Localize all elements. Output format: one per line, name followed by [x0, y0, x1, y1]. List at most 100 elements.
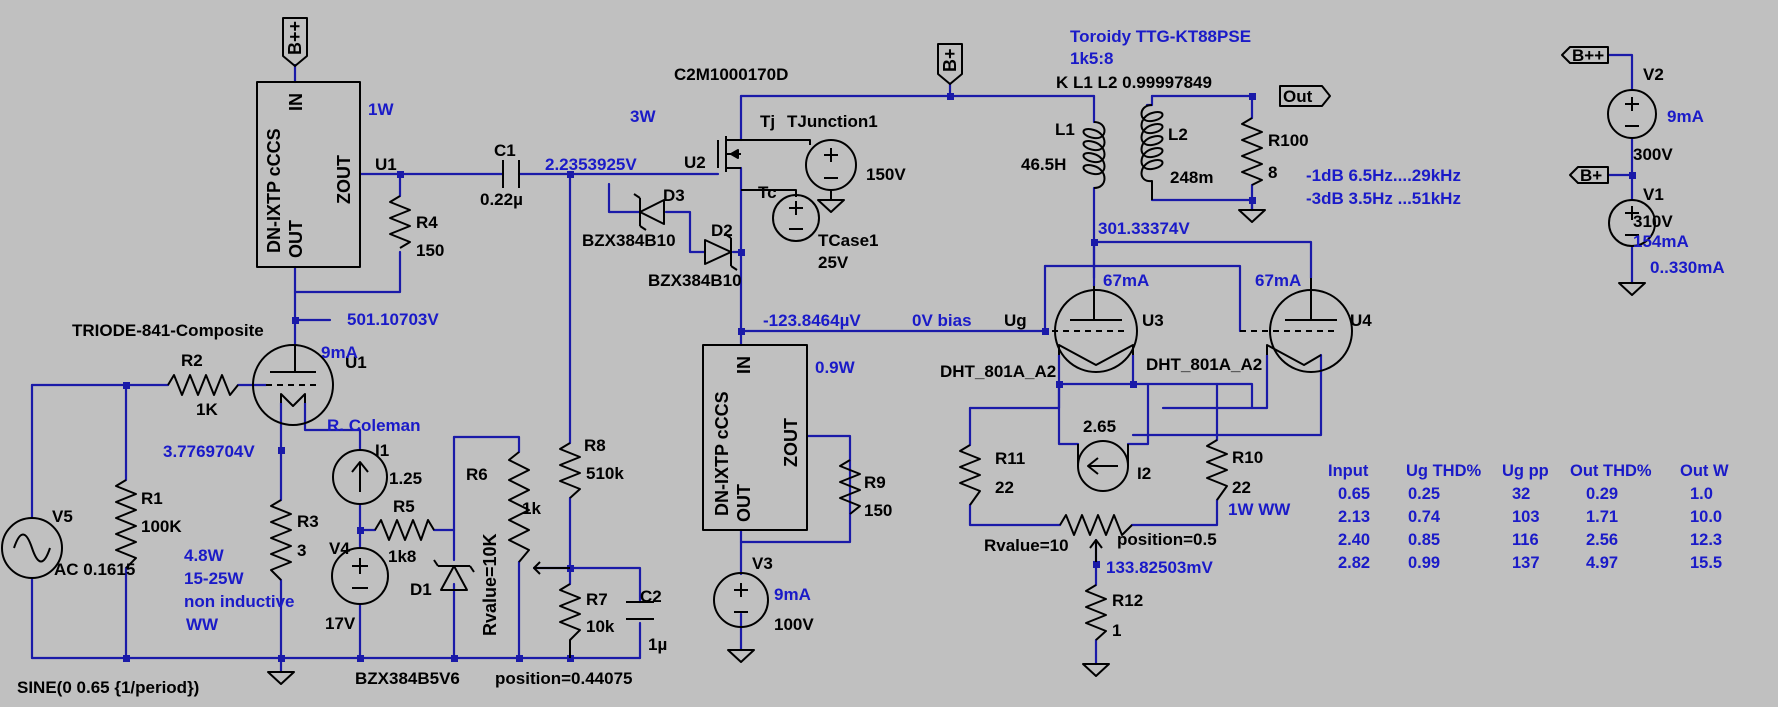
r1-value: 100K: [141, 517, 182, 536]
resistor-r9: [839, 459, 861, 515]
l1-value: 46.5H: [1021, 155, 1066, 174]
svg-text:B+: B+: [940, 48, 960, 72]
temp-source-tc: [741, 189, 820, 242]
i2-value: 2.65: [1083, 417, 1116, 436]
r3-note-4: WW: [186, 615, 219, 634]
resistor-r7: [559, 583, 581, 658]
out-flag: Out: [1279, 85, 1331, 107]
r6-rvalue: Rvalue=10K: [480, 533, 500, 636]
resistor-r1: [115, 479, 137, 569]
table-cell: 1.0: [1690, 485, 1713, 503]
table-cell: 2.40: [1338, 531, 1370, 549]
r100-ref: R100: [1268, 131, 1309, 150]
zener-d1: [433, 559, 475, 591]
v5-value: AC 0.1615: [54, 560, 135, 579]
potentiometer-r6: [508, 451, 570, 575]
table-cell: 10.0: [1690, 508, 1722, 526]
c1-value: 0.22µ: [480, 190, 523, 209]
r5-value: 1k8: [388, 547, 416, 566]
resistor-r10: [1206, 439, 1228, 501]
bandwidth-3db: -3dB 3.5Hz ...51kHz: [1306, 189, 1461, 208]
wires: [30, 53, 1634, 674]
mosfet-u2: [717, 136, 741, 172]
table-cell: 137: [1512, 554, 1540, 572]
tj-value: 150V: [866, 165, 906, 184]
r2-ref: R2: [181, 351, 203, 370]
v2-current: 9mA: [1667, 107, 1704, 126]
table-header-cell: Ug THD%: [1406, 462, 1481, 480]
pot-position: position=0.5: [1117, 530, 1217, 549]
r100-value: 8: [1268, 163, 1277, 182]
node-cathode-u1: 3.7769704V: [163, 442, 255, 461]
r7-value: 10k: [586, 617, 615, 636]
svg-text:IN: IN: [734, 356, 754, 374]
d2-ref: D2: [711, 221, 733, 240]
voltage-source-v4: [331, 547, 389, 605]
current-source-i2: [1077, 440, 1129, 492]
bp-flag-right: B+: [1569, 166, 1609, 185]
svg-text:DN-IXTP cCCS: DN-IXTP cCCS: [264, 128, 284, 253]
u3-model: DHT_801A_A2: [940, 362, 1056, 381]
resistor-r5: [374, 519, 435, 541]
v1-value: 310V: [1633, 212, 1673, 231]
svg-text:Out: Out: [1283, 87, 1313, 106]
bandwidth-1db: -1dB 6.5Hz....29kHz: [1306, 166, 1461, 185]
ccs-upper-power: 1W: [368, 100, 394, 119]
svg-text:ZOUT: ZOUT: [334, 155, 354, 204]
svg-text:OUT: OUT: [286, 220, 306, 258]
r10-value: 22: [1232, 478, 1251, 497]
svg-text:ZOUT: ZOUT: [781, 418, 801, 467]
v4-ref: V4: [329, 539, 350, 558]
v1-ref: V1: [1643, 185, 1664, 204]
ground-symbols: [267, 199, 1646, 685]
u4-ref: U4: [1350, 311, 1372, 330]
bias-note: 0V bias: [912, 311, 972, 330]
r10-note: 1W WW: [1228, 500, 1291, 519]
node-plate-u1: 501.10703V: [347, 310, 439, 329]
node-bias: -123.8464µV: [763, 311, 861, 330]
mosfet-part: C2M1000170D: [674, 65, 788, 84]
ccs-upper-ref: U1: [375, 155, 397, 174]
resistor-r11: [959, 444, 981, 506]
zener-d2: [704, 233, 738, 271]
table-header-cell: Out W: [1680, 462, 1729, 480]
c2-value: 1µ: [648, 635, 667, 654]
transformer-ratio: 1k5:8: [1070, 49, 1113, 68]
resistor-r3: [270, 499, 292, 581]
d1-model: BZX384B5V6: [355, 669, 460, 688]
bpp-flag-top: B++: [282, 17, 308, 67]
v2-ref: V2: [1643, 65, 1664, 84]
current-source-i1: [332, 449, 388, 505]
transformer-l2: [1140, 104, 1164, 200]
i1-value: 1.25: [389, 469, 422, 488]
svg-text:IN: IN: [286, 93, 306, 111]
zener-d3: [633, 193, 665, 231]
u1-tube-ref: U1: [345, 353, 367, 372]
coupling-spec: K L1 L2 0.99997849: [1056, 73, 1212, 92]
d3-model: BZX384B10: [582, 231, 676, 250]
i1-ref: I1: [375, 441, 389, 460]
bp-flag-mosfet: B+: [937, 43, 963, 85]
table-cell: 0.99: [1408, 554, 1440, 572]
triode-u3: [1052, 286, 1138, 373]
table-header-cell: Out THD%: [1570, 462, 1652, 480]
coleman-label: R. Coleman: [327, 416, 421, 435]
transformer-l1: [1082, 121, 1106, 189]
r3-note-3: non inductive: [184, 592, 295, 611]
triode-u1: [252, 344, 334, 426]
table-cell: 12.3: [1690, 531, 1722, 549]
u4-model: DHT_801A_A2: [1146, 355, 1262, 374]
svg-text:B++: B++: [285, 21, 305, 55]
v1-range: 0..330mA: [1650, 258, 1725, 277]
r6-ref: R6: [466, 465, 488, 484]
mosfet-power: 3W: [630, 107, 656, 126]
v2-value: 300V: [1633, 145, 1673, 164]
u1-tube-model: TRIODE-841-Composite: [72, 321, 264, 340]
tc-ref: TCase1: [818, 231, 878, 250]
table-cell: 2.13: [1338, 508, 1370, 526]
tj-ref: TJunction1: [787, 112, 878, 131]
ccs-module-lower: DN-IXTP cCCS IN OUT ZOUT: [702, 344, 808, 531]
r4-value: 150: [416, 241, 444, 260]
source-v5: [1, 517, 63, 579]
r5-ref: R5: [393, 497, 415, 516]
